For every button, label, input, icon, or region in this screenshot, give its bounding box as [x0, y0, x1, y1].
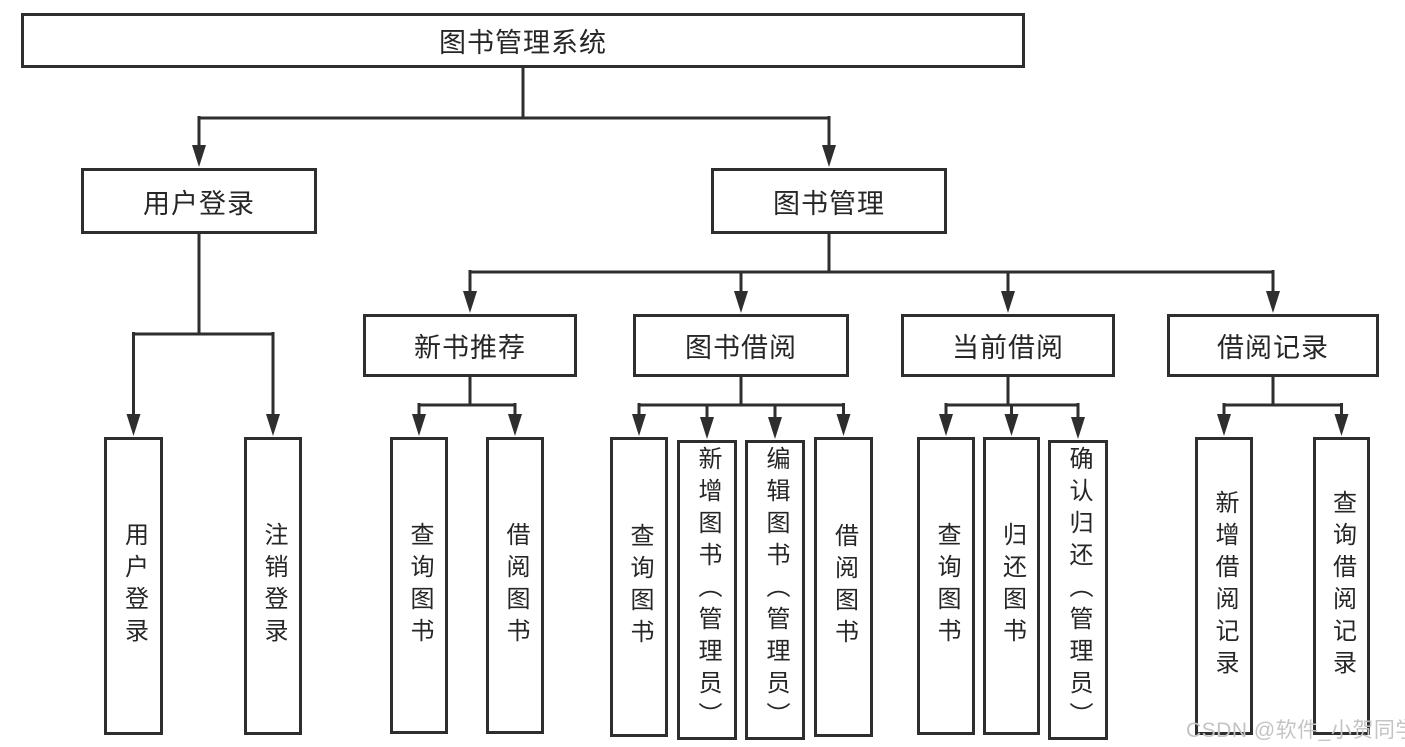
- leaf-query-borrow-record: 查询借阅记录: [1313, 437, 1370, 735]
- leaf-query-books-current-label: 查询图书: [933, 522, 960, 650]
- leaf-user-login-label: 用户登录: [120, 522, 148, 650]
- leaf-borrow-books-borrowing: 借阅图书: [814, 437, 873, 737]
- leaf-return-books-label: 归还图书: [998, 522, 1026, 650]
- leaf-logout: 注销登录: [244, 437, 302, 735]
- leaf-return-books: 归还图书: [983, 437, 1040, 735]
- node-root: 图书管理系统: [21, 13, 1025, 68]
- node-current-borrowing-label: 当前借阅: [952, 333, 1064, 363]
- leaf-confirm-return-admin: 确认归还（管理员）: [1048, 440, 1108, 740]
- node-book-management-label: 图书管理: [773, 188, 885, 219]
- leaf-borrow-books-borrowing-label: 借阅图书: [830, 523, 858, 651]
- leaf-add-borrow-record-label: 新增借阅记录: [1211, 490, 1238, 682]
- node-user-login: 用户登录: [81, 168, 317, 234]
- leaf-add-borrow-record: 新增借阅记录: [1195, 437, 1253, 735]
- arrowheads: [126, 145, 1349, 439]
- node-new-book-recommend: 新书推荐: [363, 314, 577, 377]
- leaf-query-books-borrowing: 查询图书: [610, 437, 668, 737]
- leaf-query-books-current: 查询图书: [917, 437, 975, 735]
- leaf-add-books-admin: 新增图书（管理员）: [677, 440, 737, 740]
- node-book-borrowing-label: 图书借阅: [685, 333, 797, 363]
- csdn-watermark: CSDN @软件_小贺同学: [1186, 719, 1405, 742]
- node-root-label: 图书管理系统: [439, 28, 607, 58]
- node-borrowing-records: 借阅记录: [1167, 314, 1379, 377]
- node-current-borrowing: 当前借阅: [901, 314, 1115, 377]
- leaf-edit-books-admin-label: 编辑图书（管理员）: [762, 446, 789, 734]
- leaf-borrow-books-recommend: 借阅图书: [486, 437, 544, 734]
- leaf-edit-books-admin: 编辑图书（管理员）: [745, 440, 805, 740]
- leaf-add-books-admin-label: 新增图书（管理员）: [694, 446, 721, 734]
- node-borrowing-records-label: 借阅记录: [1217, 333, 1329, 363]
- leaf-user-login: 用户登录: [104, 437, 163, 735]
- leaf-query-books-borrowing-label: 查询图书: [626, 523, 653, 651]
- node-book-management: 图书管理: [711, 168, 947, 234]
- leaf-logout-label: 注销登录: [260, 522, 287, 650]
- node-user-login-label: 用户登录: [143, 188, 255, 219]
- leaf-query-borrow-record-label: 查询借阅记录: [1328, 490, 1356, 682]
- leaf-query-books-recommend: 查询图书: [390, 437, 448, 734]
- node-new-book-recommend-label: 新书推荐: [414, 333, 526, 363]
- leaf-confirm-return-admin-label: 确认归还（管理员）: [1065, 446, 1092, 734]
- leaf-query-books-recommend-label: 查询图书: [406, 521, 433, 650]
- leaf-borrow-books-recommend-label: 借阅图书: [502, 521, 529, 650]
- node-book-borrowing: 图书借阅: [633, 314, 849, 377]
